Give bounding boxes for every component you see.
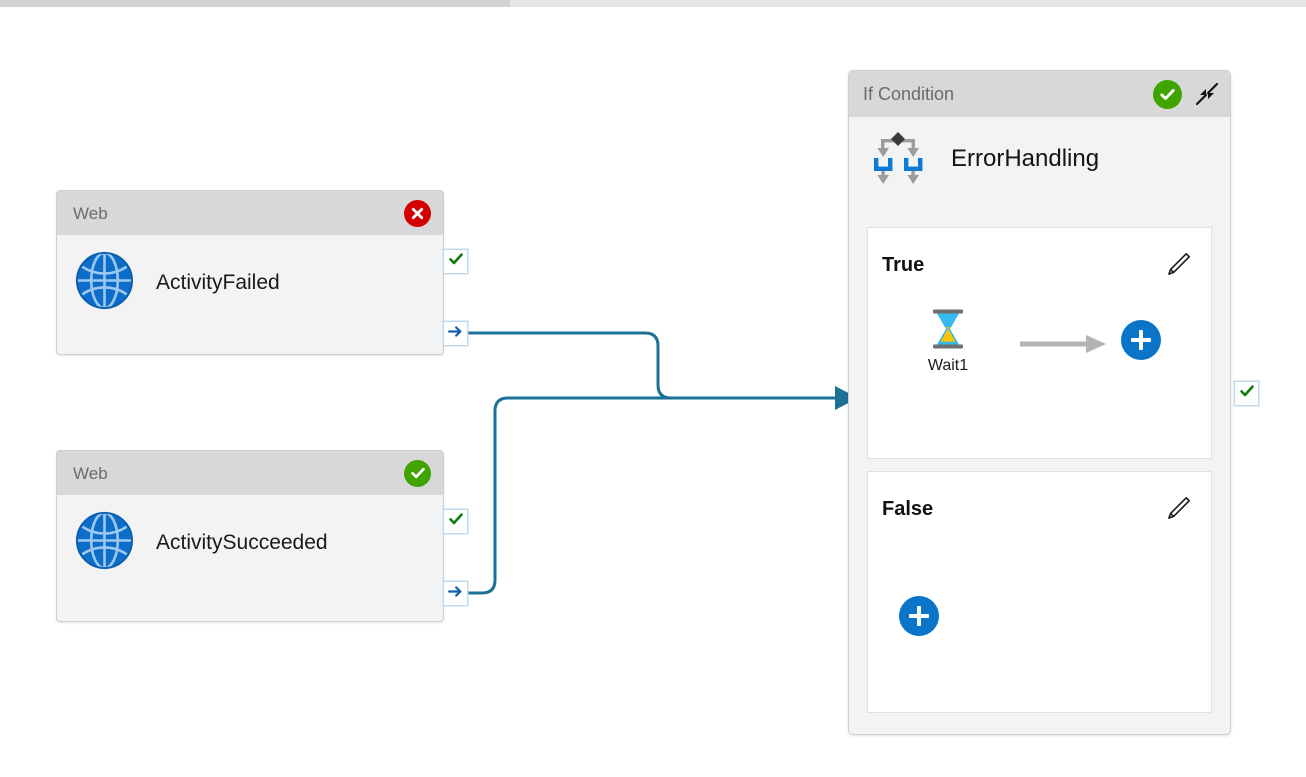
success-circle-icon xyxy=(404,459,431,487)
globe-icon xyxy=(73,509,136,577)
success-port-activity-failed[interactable] xyxy=(443,249,468,274)
arrow-right-icon xyxy=(447,323,464,345)
error-circle-icon xyxy=(404,199,431,227)
completion-port-activity-failed[interactable] xyxy=(443,321,468,346)
activity-card-body: ActivityFailed xyxy=(57,235,443,335)
activity-card-body: ActivitySucceeded xyxy=(57,495,443,595)
activity-type-label: Web xyxy=(73,463,108,483)
if-condition-name-label: ErrorHandling xyxy=(951,144,1100,172)
branch-false[interactable]: False xyxy=(867,471,1212,713)
branch-true[interactable]: True xyxy=(867,227,1212,459)
globe-icon xyxy=(73,249,136,317)
activity-card-activity-failed[interactable]: Web xyxy=(56,190,444,355)
activity-name-label: ActivitySucceeded xyxy=(156,531,328,554)
completion-port-activity-succeeded[interactable] xyxy=(443,581,468,606)
connector-failed-to-condition xyxy=(464,331,836,400)
checkmark-icon xyxy=(448,511,464,532)
add-activity-button-false[interactable] xyxy=(899,596,939,636)
success-port-if-condition[interactable] xyxy=(1234,381,1259,406)
if-condition-branch-icon xyxy=(867,127,929,190)
if-condition-container[interactable]: If Condition xyxy=(848,70,1231,735)
horizontal-scrollbar-thumb[interactable] xyxy=(0,0,510,7)
if-condition-type-label: If Condition xyxy=(863,84,955,104)
activity-card-header: Web xyxy=(57,191,443,235)
arrow-right-icon xyxy=(447,583,464,605)
checkmark-icon xyxy=(1239,383,1255,404)
branch-false-label: False xyxy=(882,498,934,520)
if-condition-header: If Condition xyxy=(849,71,1230,117)
activity-node-wait1[interactable]: Wait1 xyxy=(908,308,988,375)
activity-node-label: Wait1 xyxy=(927,357,969,374)
hourglass-icon xyxy=(928,309,968,354)
checkmark-icon xyxy=(448,251,464,272)
activity-type-label: Web xyxy=(73,203,108,223)
horizontal-scrollbar-track[interactable] xyxy=(0,0,1306,7)
branch-true-label: True xyxy=(882,254,925,276)
activity-card-header: Web xyxy=(57,451,443,495)
activity-name-label: ActivityFailed xyxy=(156,271,280,294)
success-circle-icon xyxy=(1153,79,1182,109)
grey-arrow-right-icon xyxy=(1018,332,1110,361)
if-condition-title-row: ErrorHandling xyxy=(849,117,1230,202)
success-port-activity-succeeded[interactable] xyxy=(443,509,468,534)
connector-succeeded-to-condition xyxy=(464,396,836,595)
collapse-diagonal-icon[interactable] xyxy=(1194,81,1220,107)
pencil-icon[interactable] xyxy=(1163,250,1193,285)
add-activity-button-true[interactable] xyxy=(1121,320,1161,360)
activity-card-activity-succeeded[interactable]: Web xyxy=(56,450,444,622)
pencil-icon[interactable] xyxy=(1163,494,1193,529)
